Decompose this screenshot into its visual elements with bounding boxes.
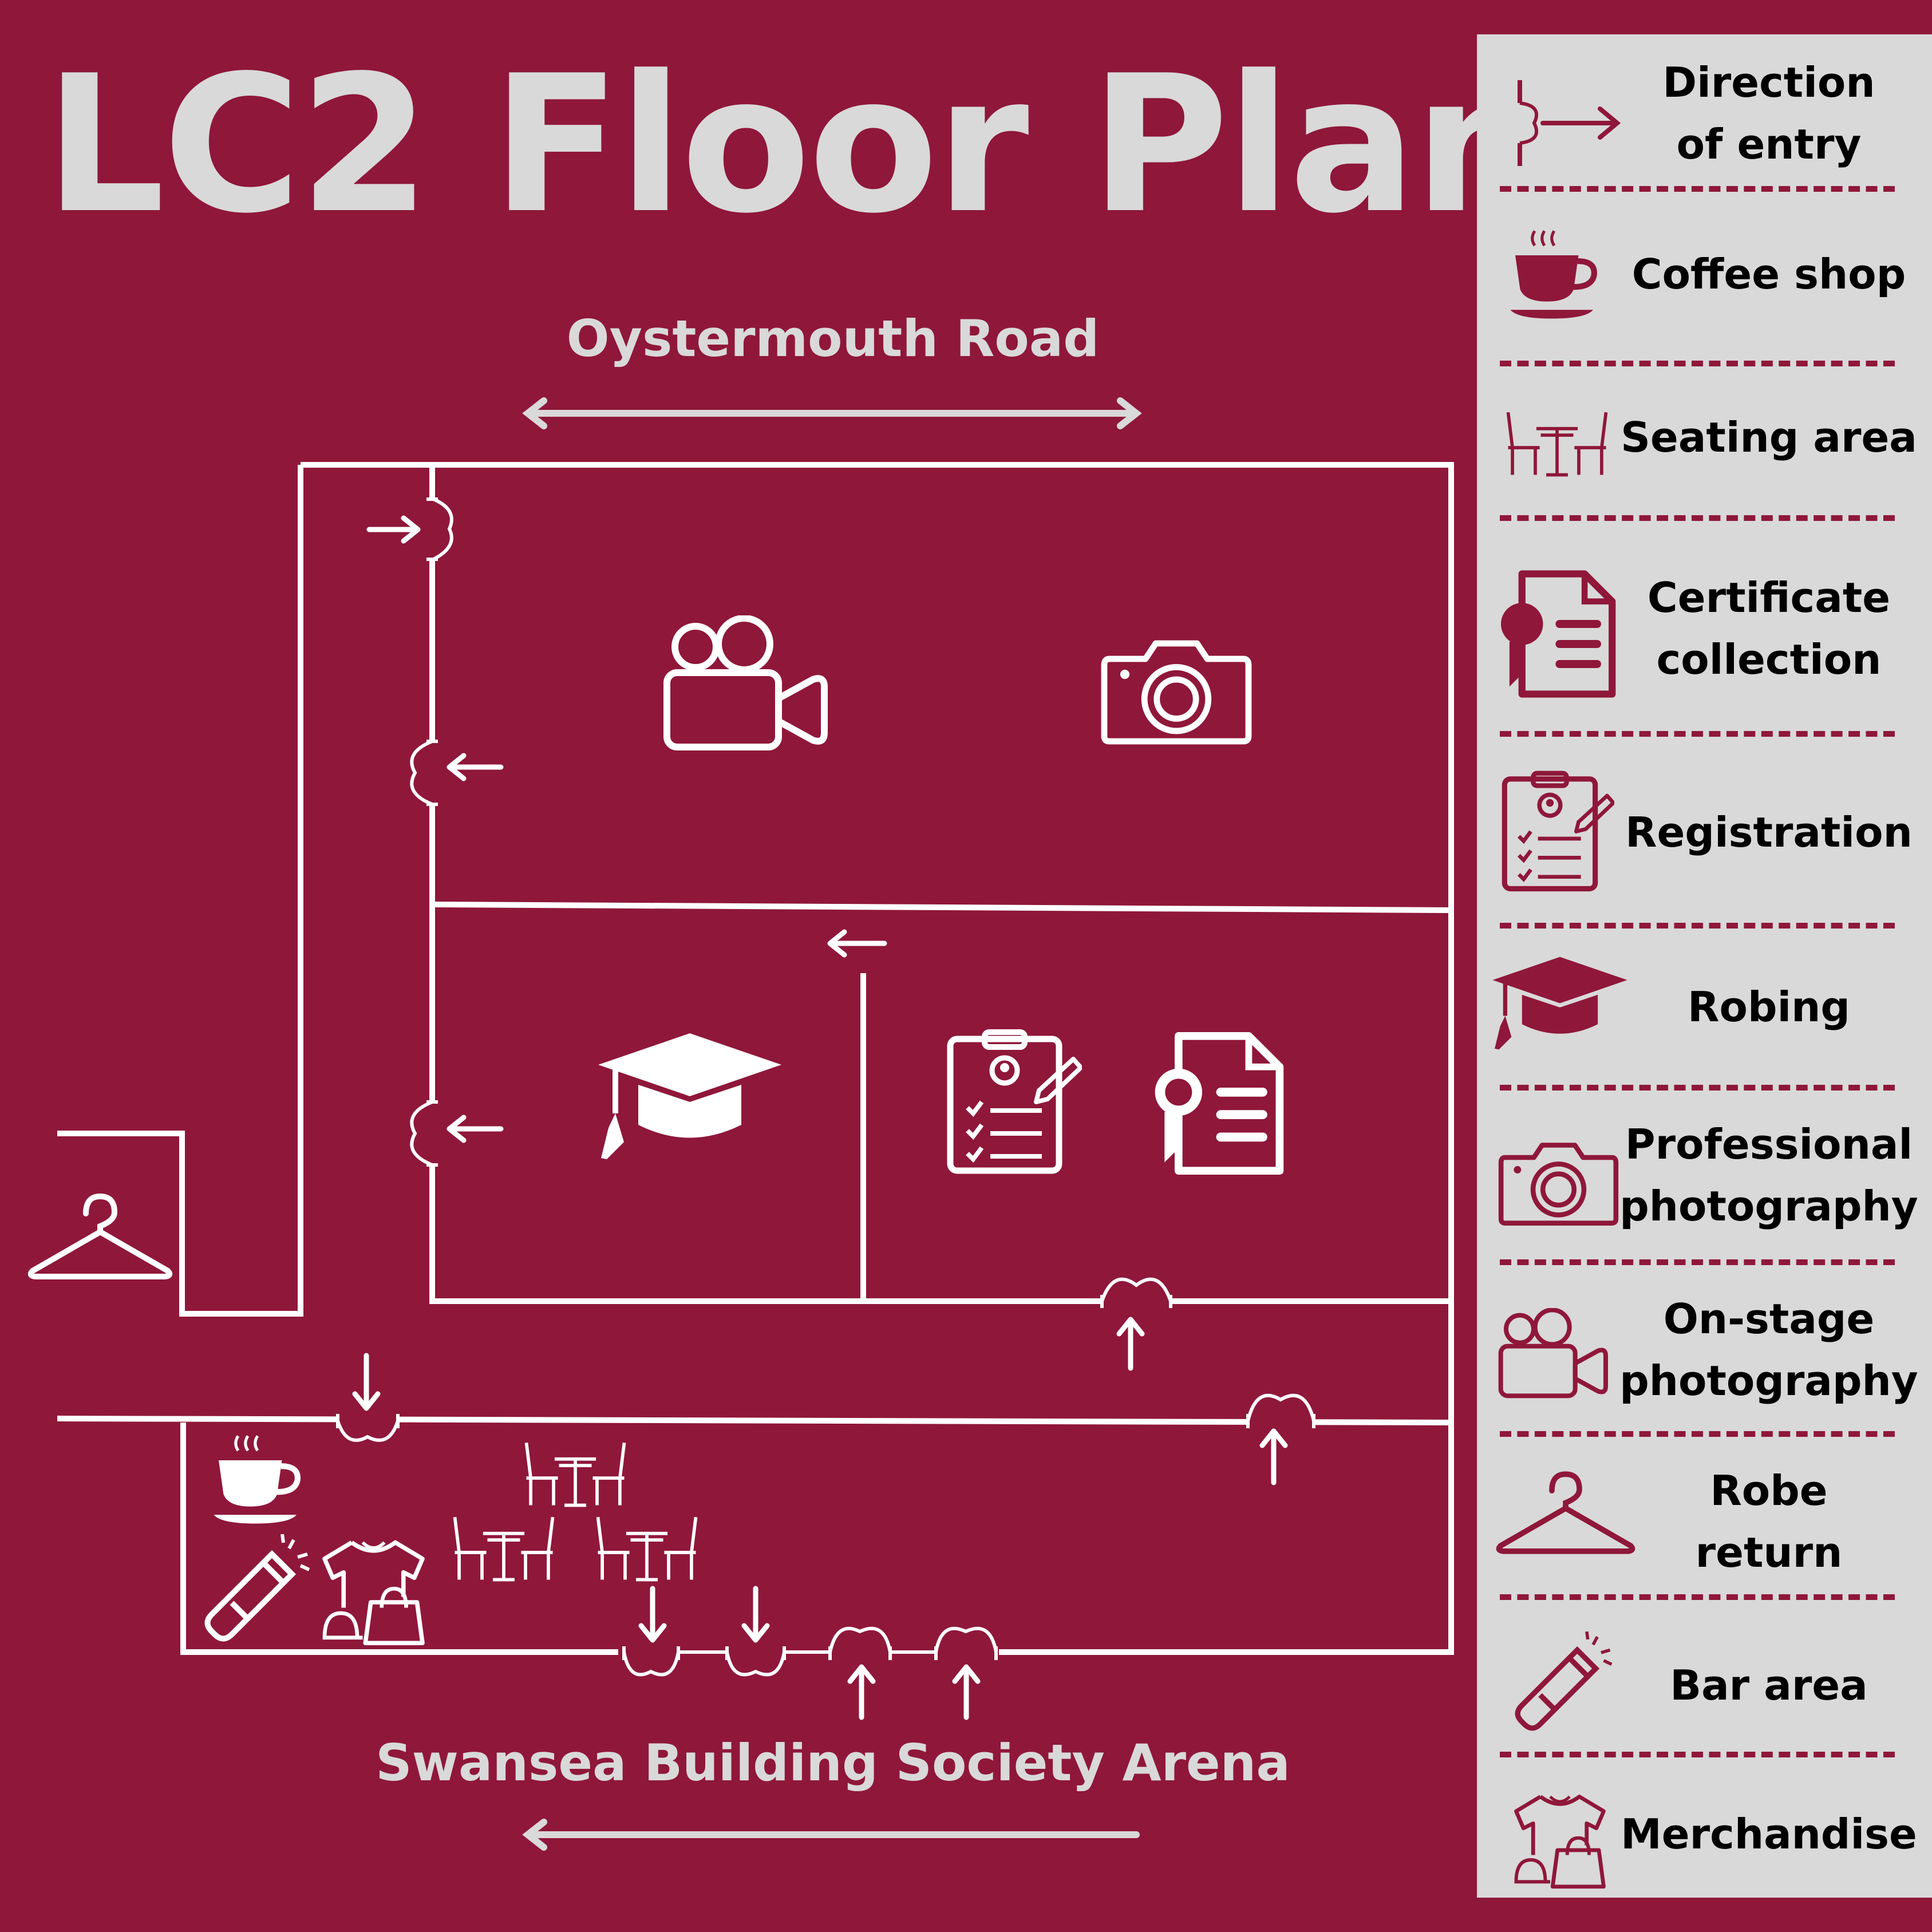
legend-item-merchandise: Merchandise <box>1477 1780 1932 1895</box>
camera-icon <box>1104 643 1249 741</box>
door-entry-9 <box>828 1626 936 1660</box>
arrow-entry-4 <box>827 929 887 958</box>
legend-item-robe-return: Robe return <box>1477 1460 1932 1609</box>
seating-icon <box>455 1517 553 1579</box>
legend-divider <box>1500 731 1895 737</box>
camera-icon <box>1497 1136 1620 1228</box>
road-arrow-top <box>522 397 1142 429</box>
hanger-icon <box>31 1196 169 1277</box>
video-camera-icon <box>667 618 824 747</box>
door-entry-3 <box>410 1100 438 1167</box>
plan-icons <box>31 618 1280 1643</box>
legend-divider <box>1500 515 1895 521</box>
legend-divider <box>1500 1752 1895 1757</box>
seating-icon <box>1503 406 1611 478</box>
legend-item-direction: Direction of entry <box>1477 52 1932 177</box>
legend-item-robing: Robing <box>1477 950 1932 1099</box>
legend-item-seating: Seating area <box>1477 406 1932 492</box>
legend-label: Robing <box>1688 983 1850 1031</box>
road-label-top: Oystermouth Road <box>566 309 1100 368</box>
arrow-entry-2 <box>447 753 504 781</box>
arrow-entry-5 <box>1116 1317 1145 1371</box>
arrow-entry-7 <box>1259 1428 1288 1485</box>
legend-label: Bar area <box>1670 1661 1868 1709</box>
legend-label: Robe return <box>1695 1467 1843 1577</box>
registration-clipboard-icon <box>950 1032 1081 1171</box>
arrow-entry-11 <box>952 1664 981 1720</box>
coffee-cup-icon <box>214 1436 298 1524</box>
road-arrows <box>522 397 1142 1851</box>
video-camera-icon <box>1497 1308 1611 1400</box>
door-entry-4 <box>1100 1277 1172 1308</box>
road-arrow-bottom <box>522 1819 1140 1851</box>
door-entry-7 <box>622 1646 727 1677</box>
legend-divider <box>1500 1594 1895 1600</box>
arrow-entry-1 <box>366 515 421 544</box>
legend-panel: Direction of entry Coffee shop Seating a… <box>1477 34 1932 1898</box>
legend-label: Registration <box>1625 808 1913 856</box>
merchandise-icon <box>325 1543 422 1643</box>
certificate-icon <box>1155 1036 1280 1171</box>
legend-item-bar: Bar area <box>1477 1614 1932 1763</box>
legend-item-professional-photography: Professional photography <box>1477 1113 1932 1262</box>
arrow-entry-10 <box>847 1664 876 1720</box>
champagne-icon <box>208 1534 310 1639</box>
legend-label: Direction of entry <box>1662 58 1875 168</box>
entry-direction-icon <box>1508 74 1623 172</box>
seating-icon <box>527 1443 625 1505</box>
seating-icon <box>598 1517 696 1579</box>
door-entry-5 <box>336 1414 400 1442</box>
legend-divider <box>1500 1259 1895 1265</box>
legend-label: On-stage photography <box>1619 1295 1918 1405</box>
door-entry-1 <box>426 497 453 561</box>
legend-label: Seating area <box>1621 413 1917 461</box>
arrow-entry-8 <box>638 1586 667 1643</box>
legend-item-onstage-photography: On-stage photography <box>1477 1288 1932 1437</box>
doors <box>336 497 1315 1677</box>
graduation-cap-icon <box>598 1033 781 1159</box>
door-entry-2 <box>410 740 438 806</box>
legend-item-certificate: Certificate collection <box>1477 555 1932 727</box>
coffee-cup-icon <box>1506 226 1603 323</box>
legend-divider <box>1500 923 1895 929</box>
door-entry-8 <box>725 1646 830 1677</box>
arrow-entry-6 <box>352 1353 381 1411</box>
door-entry-10 <box>934 1626 998 1660</box>
graduation-cap-icon <box>1488 950 1631 1056</box>
door-entry-6 <box>1246 1393 1315 1428</box>
floor-plan-map <box>0 397 1454 1851</box>
legend-item-registration: Registration <box>1477 767 1932 916</box>
legend-label: Professional photography <box>1619 1120 1918 1230</box>
arrow-entry-9 <box>741 1586 770 1643</box>
registration-clipboard-icon <box>1500 767 1614 896</box>
page-title: LC2 Floor Plan <box>45 35 1548 255</box>
legend-divider <box>1500 361 1895 366</box>
legend-label: Coffee shop <box>1631 250 1906 298</box>
certificate-icon <box>1497 567 1617 701</box>
merchandise-icon <box>1508 1792 1611 1889</box>
entry-arrows <box>352 515 1288 1720</box>
road-label-bottom: Swansea Building Society Arena <box>376 1733 1290 1792</box>
legend-label: Certificate collection <box>1647 574 1891 683</box>
legend-divider <box>1500 1085 1895 1091</box>
legend-label: Merchandise <box>1621 1810 1917 1858</box>
arrow-entry-3 <box>447 1115 504 1143</box>
legend-divider <box>1500 1431 1895 1437</box>
champagne-icon <box>1508 1631 1614 1737</box>
legend-divider <box>1500 186 1895 192</box>
legend-item-coffee: Coffee shop <box>1477 226 1932 341</box>
